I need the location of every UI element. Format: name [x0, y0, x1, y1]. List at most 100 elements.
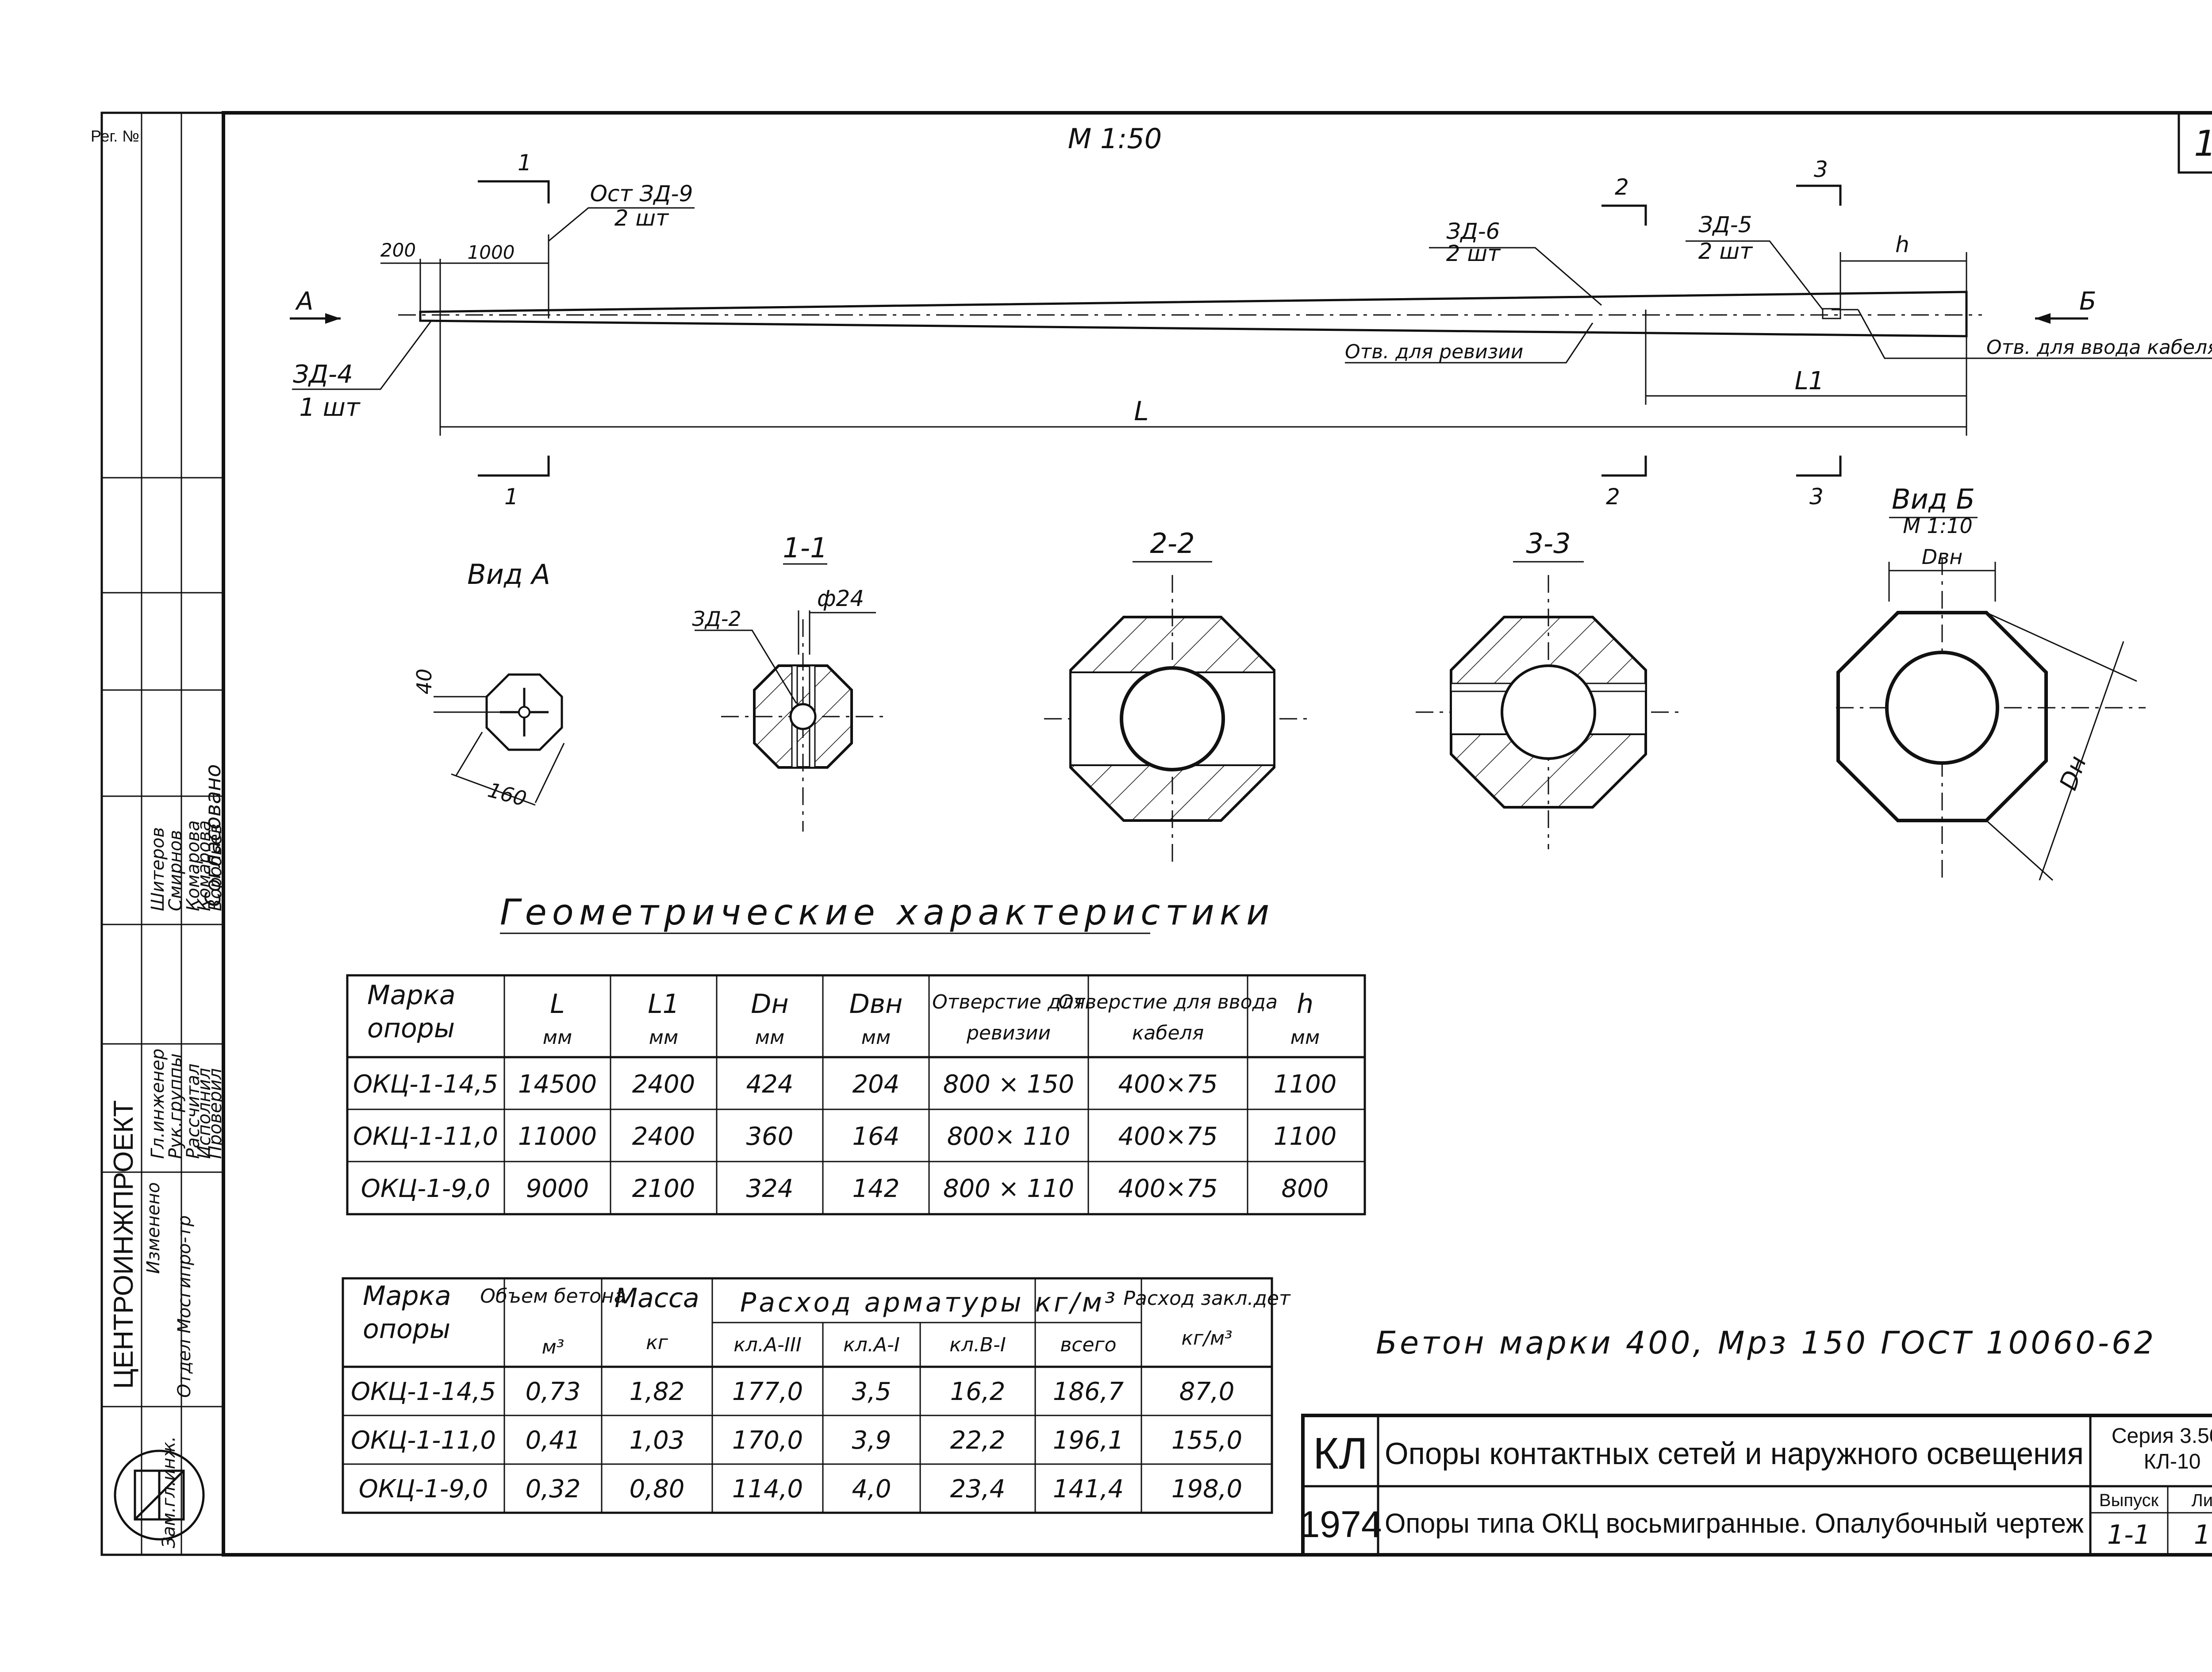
materials-cell: 1,82: [630, 1377, 685, 1406]
section-1-1: 1-1 ЗД-2 ф24: [692, 532, 889, 832]
svg-text:L: L: [550, 989, 565, 1020]
callout-zd5-top: ЗД-5: [1699, 212, 1752, 238]
svg-text:мм: мм: [543, 1026, 572, 1049]
section-1-1-phi24: ф24: [817, 586, 864, 611]
materials-cell: 22,2: [950, 1426, 1006, 1455]
title-issue-value: 1-1: [2107, 1519, 2151, 1550]
callout-zd5-bottom: 2 шт: [1698, 238, 1753, 264]
view-b-scale: М 1:10: [1903, 514, 1973, 538]
svg-text:3: 3: [1809, 484, 1824, 510]
svg-text:кл.А-III: кл.А-III: [733, 1334, 802, 1356]
svg-text:2: 2: [1615, 174, 1629, 200]
geometry-cell: 14500: [518, 1070, 597, 1099]
svg-text:Объем бетона: Объем бетона: [480, 1285, 626, 1308]
geometry-table: Геометрические характеристики Марка опор…: [346, 892, 1366, 1216]
section-1-1-zd2: ЗД-2: [692, 607, 741, 631]
materials-cell: 1,03: [630, 1426, 685, 1455]
materials-cell: 0,32: [526, 1475, 581, 1503]
geometry-cell: 400×75: [1118, 1122, 1217, 1151]
svg-text:всего: всего: [1060, 1334, 1116, 1356]
callout-zd4-top: ЗД-4: [293, 360, 353, 389]
section-3-3-label: 3-3: [1526, 527, 1571, 560]
geometry-cell: 800 × 150: [943, 1070, 1074, 1099]
svg-text:1: 1: [504, 484, 518, 510]
stamp-emblem-logo: [114, 1450, 205, 1541]
sheet-number-box: 15: [2177, 111, 2212, 174]
view-b: Вид Б М 1:10 Dвн Dн: [1836, 483, 2146, 881]
geometry-cell: 1100: [1274, 1122, 1337, 1151]
title-block: КЛ 1974 Опоры контактных сетей и наружно…: [1299, 1414, 2212, 1557]
svg-text:Отверстие для: Отверстие для: [932, 991, 1085, 1013]
geometry-cell: 424: [746, 1070, 794, 1099]
stamp-agreed: Согласовано: [201, 764, 226, 907]
view-b-arrow-label: Б: [2079, 287, 2096, 316]
title-line-2: Опоры типа ОКЦ восьмигранные. Опалубочны…: [1385, 1508, 2084, 1539]
svg-text:Масса: Масса: [614, 1283, 699, 1314]
callout-zd9-bottom: 2 шт: [614, 205, 669, 231]
geometry-cell: 800: [1282, 1174, 1329, 1203]
section-1-1-label: 1-1: [783, 532, 827, 564]
svg-text:мм: мм: [755, 1026, 784, 1049]
svg-text:кабеля: кабеля: [1132, 1022, 1204, 1044]
stamp-role-3: Рассчитал: [183, 1063, 204, 1159]
dim-L1: L1: [1795, 367, 1824, 395]
geometry-cell: 164: [853, 1122, 900, 1151]
geometry-cell: 800× 110: [947, 1122, 1071, 1151]
section-2-2-label: 2-2: [1150, 527, 1194, 560]
svg-text:L1: L1: [648, 989, 680, 1020]
stamp-role-5: Проверил: [205, 1068, 226, 1159]
materials-cell: 170,0: [732, 1426, 803, 1455]
materials-cell: ОКЦ-1-9,0: [359, 1475, 488, 1503]
materials-cell: 23,4: [950, 1475, 1006, 1503]
callout-zd9-top: Ост ЗД-9: [590, 181, 693, 207]
view-a-section: Вид А 40 160: [412, 558, 565, 811]
materials-table: Марка опоры Объем бетона м³ Масса кг Рас…: [342, 1277, 1291, 1514]
stamp-name-1: Шитеров: [148, 827, 168, 911]
cut-marker-2: 2 2: [1601, 174, 1647, 510]
title-issue-label: Выпуск: [2099, 1491, 2159, 1510]
materials-cell: 198,0: [1171, 1475, 1242, 1503]
geometry-cell: 9000: [526, 1174, 589, 1203]
pole-elevation: М 1:50 200 1000 Ост ЗД-9 2 шт ЗД-6 2 шт …: [290, 123, 2212, 510]
svg-text:Dвн: Dвн: [849, 989, 903, 1020]
svg-text:h: h: [1297, 989, 1313, 1020]
view-a-dim-40: 40: [412, 668, 436, 694]
materials-cell: 177,0: [732, 1377, 803, 1406]
title-series-label: Серия 3.507: [2112, 1424, 2212, 1448]
section-3-3: 3-3: [1416, 527, 1681, 849]
materials-cell: ОКЦ-1-11,0: [351, 1426, 496, 1455]
stamp-side-1: Отдел Мосгипро-тр: [174, 1216, 195, 1398]
title-series-code: КЛ-10: [2144, 1450, 2201, 1473]
geometry-cell: 324: [746, 1174, 794, 1203]
svg-text:2: 2: [1606, 484, 1620, 510]
geometry-cell: 360: [746, 1122, 794, 1151]
title-line-1: Опоры контактных сетей и наружного освещ…: [1385, 1436, 2084, 1471]
svg-text:мм: мм: [1290, 1026, 1320, 1049]
svg-text:опоры: опоры: [367, 1013, 455, 1044]
materials-cell: 155,0: [1171, 1426, 1242, 1455]
stamp-org: ЦЕНТРОИНЖПРОЕКТ: [108, 1100, 139, 1389]
svg-text:Марка: Марка: [363, 1281, 451, 1312]
view-a-dim-160: 160: [485, 778, 529, 811]
dim-1000: 1000: [468, 242, 515, 263]
callout-zd6-bottom: 2 шт: [1446, 241, 1501, 266]
title-sheet-label: Лист: [2192, 1491, 2212, 1510]
materials-cell: ОКЦ-1-14,5: [351, 1377, 496, 1406]
materials-cell: 0,41: [526, 1426, 581, 1455]
geometry-cell: 2100: [632, 1174, 695, 1203]
view-a-label: Вид А: [467, 558, 550, 591]
cut-marker-3: 3 3: [1796, 157, 1842, 510]
hole-revision-label: Отв. для ревизии: [1345, 341, 1523, 363]
geometry-cell: 1100: [1274, 1070, 1337, 1099]
cable-hole-mark: [1822, 308, 1841, 319]
concrete-note: Бетон марки 400, Мрз 150 ГОСТ 10060-62: [1376, 1325, 2156, 1361]
stamp-name-4: Комарова: [194, 820, 215, 911]
geometry-cell: 800 × 110: [943, 1174, 1074, 1203]
svg-text:м³: м³: [542, 1336, 565, 1358]
hole-cable-label: Отв. для ввода кабеля: [1986, 336, 2212, 359]
svg-text:опоры: опоры: [363, 1314, 450, 1345]
materials-cell: 3,9: [852, 1426, 891, 1455]
